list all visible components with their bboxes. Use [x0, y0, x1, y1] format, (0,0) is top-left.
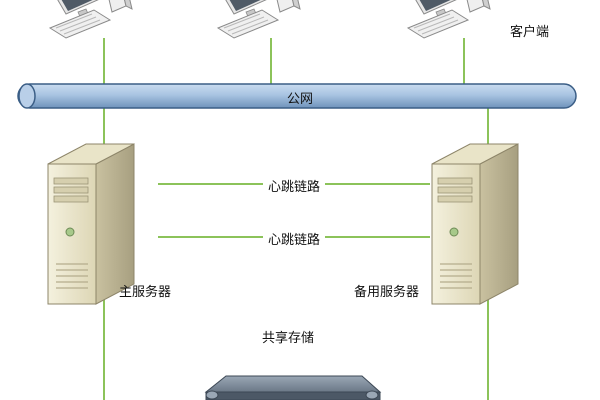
- tower-server-icon: [431, 143, 519, 305]
- tower-server-icon: [47, 143, 135, 305]
- heartbeat-label-2: 心跳链路: [262, 229, 326, 248]
- desktop-computer-icon: [49, 0, 133, 39]
- network-bus: [17, 83, 577, 109]
- primary-server-label: 主服务器: [119, 285, 172, 300]
- heartbeat-label-1: 心跳链路: [262, 176, 326, 195]
- shared-storage-label: 共享存储: [262, 331, 315, 346]
- desktop-computer-icon: [217, 0, 301, 39]
- client-label: 客户端: [510, 25, 550, 40]
- storage-array-icon: [204, 375, 382, 400]
- desktop-computer-icon: [407, 0, 491, 39]
- backup-server-label: 备用服务器: [354, 285, 420, 300]
- network-label: 公网: [286, 92, 314, 107]
